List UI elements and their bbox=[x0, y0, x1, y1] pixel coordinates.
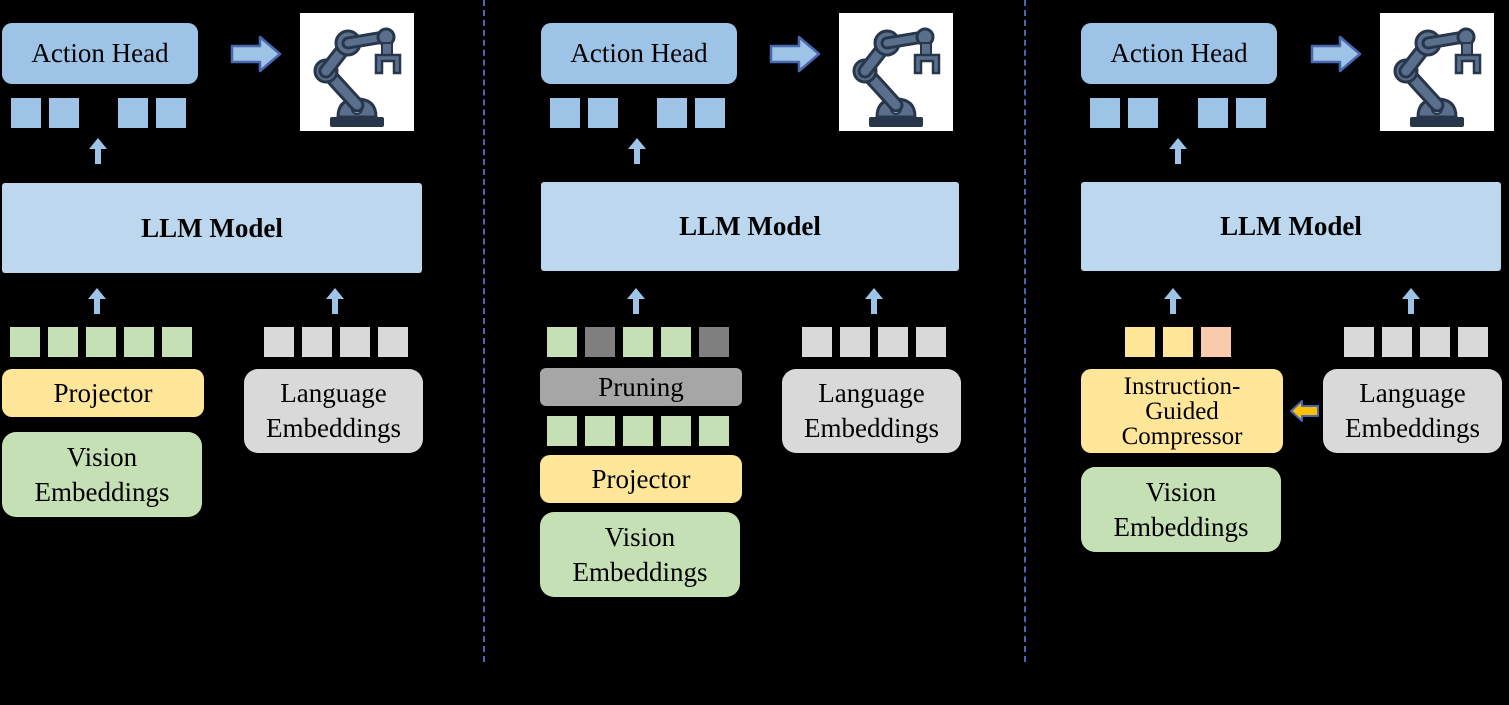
vision-token bbox=[661, 327, 691, 357]
right-arrow-icon bbox=[230, 35, 282, 73]
language-label-line2: Embeddings bbox=[1345, 413, 1480, 443]
vision-token bbox=[623, 416, 653, 446]
vision-label-line2: Embeddings bbox=[34, 476, 170, 507]
compressor-label-line3: Compressor bbox=[1121, 422, 1243, 450]
vision-token bbox=[10, 327, 40, 357]
language-token bbox=[1382, 327, 1412, 357]
pruning-box: Pruning bbox=[540, 368, 742, 406]
vision-token bbox=[585, 416, 615, 446]
action-token bbox=[588, 98, 618, 128]
up-arrow-icon bbox=[865, 288, 883, 314]
llm-model-box: LLM Model bbox=[2, 183, 422, 273]
pruned-token bbox=[699, 327, 729, 357]
action-token bbox=[657, 98, 687, 128]
language-token bbox=[302, 327, 332, 357]
language-label-line2: Embeddings bbox=[266, 413, 401, 443]
action-token bbox=[550, 98, 580, 128]
projector-box: Projector bbox=[2, 369, 204, 417]
robot-arm-icon bbox=[300, 13, 414, 131]
vision-token bbox=[86, 327, 116, 357]
vision-embeddings-box: Vision Embeddings bbox=[1081, 467, 1281, 552]
up-arrow-icon bbox=[1169, 138, 1187, 164]
projector-box: Projector bbox=[540, 455, 742, 503]
compressed-token bbox=[1163, 327, 1193, 357]
panel-divider bbox=[483, 0, 485, 662]
up-arrow-icon bbox=[1402, 288, 1420, 314]
vision-token bbox=[547, 327, 577, 357]
action-token bbox=[1198, 98, 1228, 128]
action-token bbox=[695, 98, 725, 128]
vision-label-line2: Embeddings bbox=[572, 556, 708, 587]
vision-token bbox=[623, 327, 653, 357]
language-token bbox=[340, 327, 370, 357]
action-token bbox=[156, 98, 186, 128]
language-token bbox=[916, 327, 946, 357]
language-token bbox=[878, 327, 908, 357]
vision-embeddings-box: Vision Embeddings bbox=[540, 512, 740, 597]
compressed-token bbox=[1125, 327, 1155, 357]
language-label-line1: Language bbox=[818, 378, 925, 408]
compressor-label-line1: Instruction- bbox=[1123, 372, 1241, 400]
language-embeddings-box: Language Embeddings bbox=[1323, 369, 1502, 453]
language-token bbox=[378, 327, 408, 357]
language-label-line1: Language bbox=[1359, 378, 1466, 408]
compressed-token bbox=[1201, 327, 1231, 357]
llm-model-box: LLM Model bbox=[1081, 182, 1501, 271]
vision-label-line1: Vision bbox=[66, 441, 138, 472]
right-arrow-icon bbox=[769, 35, 821, 73]
compressor-label-line2: Guided bbox=[1145, 397, 1219, 425]
action-head-box: Action Head bbox=[2, 23, 198, 84]
vision-label-line1: Vision bbox=[604, 521, 676, 552]
vision-token bbox=[48, 327, 78, 357]
panel-pruning: Action Head LLM Model Pruning Language E… bbox=[539, 0, 1009, 705]
up-arrow-icon bbox=[627, 288, 645, 314]
left-arrow-icon bbox=[1290, 399, 1320, 423]
language-token bbox=[264, 327, 294, 357]
robot-arm-icon bbox=[1380, 13, 1494, 131]
vision-label-line2: Embeddings bbox=[1113, 511, 1249, 542]
vision-token bbox=[547, 416, 577, 446]
llm-model-box: LLM Model bbox=[541, 182, 959, 271]
action-head-box: Action Head bbox=[1081, 23, 1277, 84]
vision-token bbox=[699, 416, 729, 446]
up-arrow-icon bbox=[88, 288, 106, 314]
vision-token bbox=[124, 327, 154, 357]
vision-token bbox=[661, 416, 691, 446]
panel-compressor: Action Head LLM Model Instruction- Guide… bbox=[1080, 0, 1509, 705]
action-token bbox=[1236, 98, 1266, 128]
vision-token bbox=[162, 327, 192, 357]
action-head-box: Action Head bbox=[541, 23, 737, 84]
panel-baseline: Action Head LLM Model Projector Language… bbox=[0, 0, 470, 705]
right-arrow-icon bbox=[1310, 35, 1362, 73]
action-token bbox=[11, 98, 41, 128]
language-token bbox=[840, 327, 870, 357]
language-embeddings-box: Language Embeddings bbox=[244, 369, 423, 453]
robot-arm-icon bbox=[839, 13, 953, 131]
panel-divider bbox=[1024, 0, 1026, 662]
action-token bbox=[1090, 98, 1120, 128]
language-token bbox=[1344, 327, 1374, 357]
pruned-token bbox=[585, 327, 615, 357]
up-arrow-icon bbox=[326, 288, 344, 314]
language-embeddings-box: Language Embeddings bbox=[782, 369, 961, 453]
action-token bbox=[49, 98, 79, 128]
language-label-line2: Embeddings bbox=[804, 413, 939, 443]
vision-label-line1: Vision bbox=[1145, 476, 1217, 507]
language-token bbox=[1458, 327, 1488, 357]
up-arrow-icon bbox=[89, 138, 107, 164]
language-token bbox=[802, 327, 832, 357]
instruction-guided-compressor-box: Instruction- Guided Compressor bbox=[1081, 369, 1283, 453]
language-token bbox=[1420, 327, 1450, 357]
vision-embeddings-box: Vision Embeddings bbox=[2, 432, 202, 517]
up-arrow-icon bbox=[628, 138, 646, 164]
language-label-line1: Language bbox=[280, 378, 387, 408]
action-token bbox=[118, 98, 148, 128]
up-arrow-icon bbox=[1164, 288, 1182, 314]
action-token bbox=[1128, 98, 1158, 128]
